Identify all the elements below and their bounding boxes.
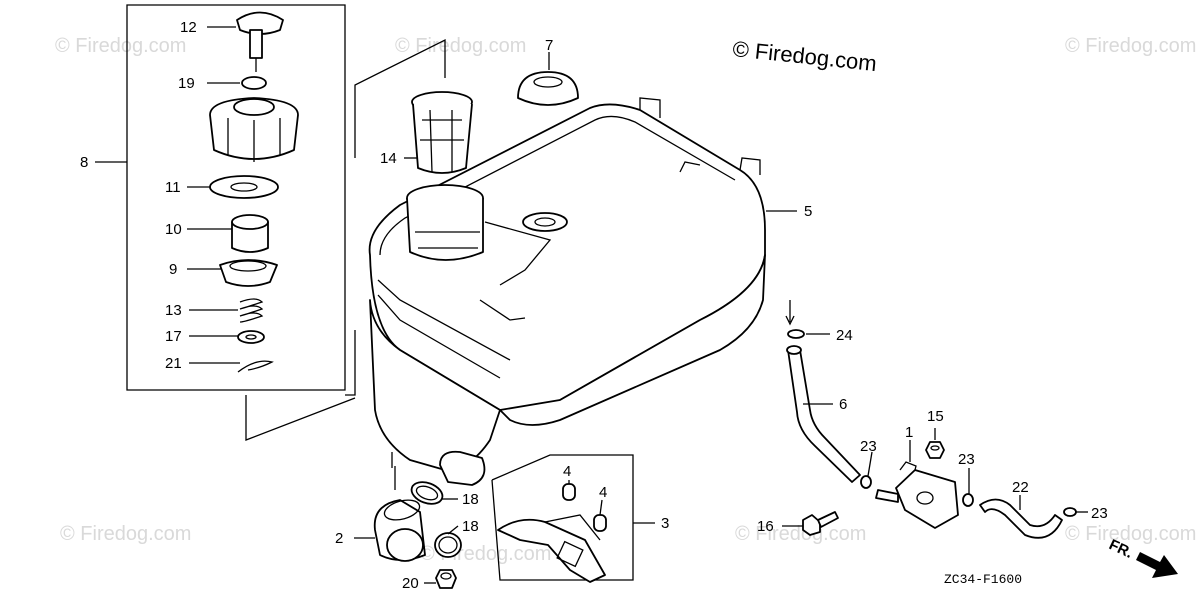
callout-16: 16 [757, 518, 774, 535]
watermark-top-center: © Firedog.com [395, 35, 526, 57]
bracket-3 [497, 514, 606, 583]
callout-23b: 23 [958, 451, 975, 468]
callout-5: 5 [804, 203, 812, 220]
front-arrow-icon [1136, 552, 1178, 578]
fuel-cap-part [209, 97, 299, 162]
hose-22 [979, 498, 1063, 539]
watermark-top-left: © Firedog.com [55, 35, 186, 57]
callout-11: 11 [165, 179, 181, 196]
callout-18a: 18 [462, 491, 479, 508]
strainer-14 [411, 91, 473, 174]
joint-2 [373, 499, 426, 562]
spring-13 [239, 298, 264, 323]
watermark-bottom-right: © Firedog.com [735, 523, 866, 545]
callout-18b: 18 [462, 518, 479, 535]
callout-21: 21 [165, 355, 182, 372]
nut-15 [925, 441, 945, 459]
nut-20 [435, 569, 457, 589]
filler-cap-assembly-bracket [95, 4, 346, 391]
cup-9 [219, 259, 278, 287]
watermark-bottom-far-right: © Firedog.com [1065, 523, 1196, 545]
callout-17: 17 [165, 328, 182, 345]
washer-11 [209, 175, 279, 199]
callout-8: 8 [80, 154, 88, 171]
callout-9: 9 [169, 261, 177, 278]
bolt-16 [802, 511, 839, 536]
dowel-4a [562, 483, 576, 501]
callout-1: 1 [905, 424, 913, 441]
callout-23c: 23 [1091, 505, 1108, 522]
filter-10 [231, 214, 269, 253]
copyright-text: © Firedog.com [731, 36, 877, 76]
clip-23b [962, 493, 974, 507]
callout-14: 14 [380, 150, 397, 167]
clip-21 [237, 360, 274, 373]
clip-23a [860, 475, 872, 489]
callout-23a: 23 [860, 438, 877, 455]
callout-22: 22 [1012, 479, 1029, 496]
callout-10: 10 [165, 221, 182, 238]
o-ring-19 [241, 76, 267, 90]
o-ring-18b [434, 532, 462, 558]
callout-12: 12 [180, 19, 197, 36]
grommet-7 [517, 71, 579, 106]
fuel-tank-5 [368, 97, 766, 486]
callout-3: 3 [661, 515, 669, 532]
cap-gauge-part [236, 11, 284, 72]
callout-4b: 4 [599, 484, 607, 501]
direction-arrow-head [785, 315, 795, 326]
watermark-top-right: © Firedog.com [1065, 35, 1196, 57]
callout-7: 7 [545, 37, 553, 54]
clip-24 [787, 329, 805, 339]
leader-lines [187, 26, 1088, 584]
explode-lines [245, 38, 634, 581]
callout-24: 24 [836, 327, 853, 344]
callout-19: 19 [178, 75, 195, 92]
callout-2: 2 [335, 530, 343, 547]
watermark-bottom-left: © Firedog.com [60, 523, 191, 545]
hose-6 [786, 345, 861, 483]
callout-15: 15 [927, 408, 944, 425]
fuel-cock-1 [875, 461, 959, 529]
o-ring-18a [410, 481, 444, 505]
dowel-4b [593, 514, 607, 532]
callout-13: 13 [165, 302, 182, 319]
callout-4a: 4 [563, 463, 571, 480]
callout-20: 20 [402, 575, 419, 592]
diagram-code: ZC34-F1600 [944, 572, 1022, 587]
callout-6: 6 [839, 396, 847, 413]
washer-17 [237, 330, 265, 344]
clip-23c [1063, 507, 1077, 517]
